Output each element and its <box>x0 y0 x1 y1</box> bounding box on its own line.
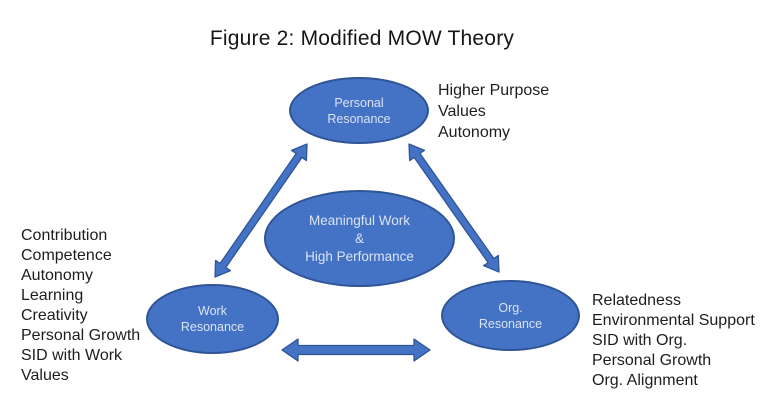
personal-attributes-list: Higher Purpose Values Autonomy <box>438 80 549 143</box>
node-label-line: Resonance <box>327 111 391 126</box>
node-org-resonance: Org. Resonance <box>441 280 580 351</box>
list-item: Autonomy <box>21 267 94 284</box>
node-label-line: Work <box>198 304 227 318</box>
node-label-line: Resonance <box>478 316 543 331</box>
node-personal-resonance: Personal Resonance <box>289 77 429 144</box>
work-attributes-list: Contribution Competence Autonomy Learnin… <box>21 226 140 386</box>
node-label-line: Meaningful Work <box>308 212 411 228</box>
list-item: SID with Org. <box>592 332 688 349</box>
list-item: Higher Purpose <box>438 82 550 99</box>
org-attributes-list: Relatedness Environmental Support SID wi… <box>592 291 755 391</box>
double-arrow-work-personal-icon <box>214 143 308 278</box>
double-arrow-work-org-icon <box>281 338 431 362</box>
node-label-line: Personal <box>334 95 384 110</box>
figure-title: Figure 2: Modified MOW Theory <box>209 27 515 50</box>
node-meaningful-work-high-performance: Meaningful Work & High Performance <box>264 190 455 287</box>
list-item: Relatedness <box>592 292 681 309</box>
list-item: Creativity <box>21 307 88 324</box>
list-item: Autonomy <box>438 124 511 141</box>
double-arrow-personal-org-icon <box>408 143 500 273</box>
list-item: Learning <box>21 287 84 304</box>
list-item: SID with Work <box>21 347 123 364</box>
list-item: Personal Growth <box>592 352 712 369</box>
list-item: Values <box>438 103 486 120</box>
node-label-line: High Performance <box>305 248 414 264</box>
list-item: Org. Alignment <box>592 372 698 389</box>
list-item: Environmental Support <box>592 312 755 329</box>
list-item: Competence <box>21 247 112 264</box>
node-work-resonance: Work Resonance <box>146 284 279 354</box>
node-label-line: Org. <box>498 300 523 315</box>
node-label-line: Resonance <box>180 320 245 334</box>
list-item: Personal Growth <box>21 327 141 344</box>
node-label-line: & <box>354 230 364 246</box>
list-item: Contribution <box>21 227 108 244</box>
list-item: Values <box>21 367 69 384</box>
